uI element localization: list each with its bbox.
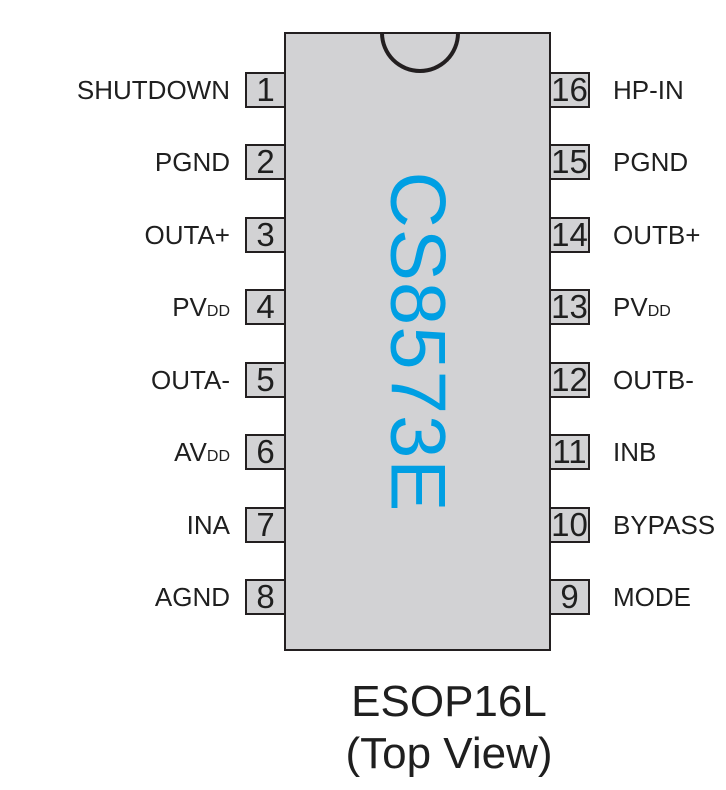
pin-number: 1: [256, 71, 275, 108]
pin-number: 16: [551, 71, 588, 108]
pin-5-label: OUTA-: [151, 365, 230, 395]
pin-number: 15: [551, 143, 588, 180]
pin-4-box: 4: [245, 288, 286, 325]
pin-7-box: 7: [245, 506, 286, 543]
pin-2-box: 2: [245, 143, 286, 180]
pin-10-label: BYPASS: [613, 510, 716, 540]
pin-number: 10: [551, 506, 588, 543]
pin-6-label: AVDD: [174, 437, 230, 467]
pin-13-box: 13: [549, 288, 590, 325]
pin-5-box: 5: [245, 361, 286, 398]
pin-10-box: 10: [549, 506, 590, 543]
pin-6-box: 6: [245, 433, 286, 470]
pin-3-label: OUTA+: [144, 220, 230, 250]
pin-number: 2: [256, 143, 275, 180]
pin-number: 8: [256, 578, 275, 615]
pin-number: 6: [256, 433, 275, 470]
pin-4-label: PVDD: [172, 292, 230, 322]
pin-13-label: PVDD: [613, 292, 671, 322]
pin-2-label: PGND: [154, 147, 230, 177]
pin-number: 14: [551, 216, 588, 253]
pin-9-box: 9: [549, 578, 590, 615]
package-caption: ESOP16L (Top View): [299, 676, 599, 780]
pin-number: 13: [551, 288, 588, 325]
pin-11-label: INB: [613, 437, 657, 467]
chip-part-number: CS8573E: [374, 171, 462, 512]
pin-number: 7: [256, 506, 275, 543]
view-label: (Top View): [345, 729, 553, 778]
pin-number: 5: [256, 361, 275, 398]
pin-1-label: SHUTDOWN: [76, 75, 230, 105]
pin-9-label: MODE: [613, 582, 691, 612]
chip-body: CS8573E: [284, 32, 551, 651]
pin-number: 12: [551, 361, 588, 398]
pin-8-box: 8: [245, 578, 286, 615]
pin-12-label: OUTB-: [613, 365, 694, 395]
pin-15-label: PGND: [613, 147, 689, 177]
pin-16-label: HP-IN: [613, 75, 684, 105]
pin-11-box: 11: [549, 433, 590, 470]
pin-16-box: 16: [549, 71, 590, 108]
pin-12-box: 12: [549, 361, 590, 398]
orientation-notch-icon: [380, 33, 460, 73]
package-name: ESOP16L: [351, 677, 547, 726]
pin-14-label: OUTB+: [613, 220, 701, 250]
pin-8-label: AGND: [154, 582, 230, 612]
pin-14-box: 14: [549, 216, 590, 253]
pin-number: 4: [256, 288, 275, 325]
pin-1-box: 1: [245, 71, 286, 108]
pin-7-label: INA: [186, 510, 230, 540]
pin-number: 11: [552, 433, 587, 470]
pin-15-box: 15: [549, 143, 590, 180]
pin-3-box: 3: [245, 216, 286, 253]
pin-number: 9: [560, 578, 579, 615]
pin-number: 3: [256, 216, 275, 253]
